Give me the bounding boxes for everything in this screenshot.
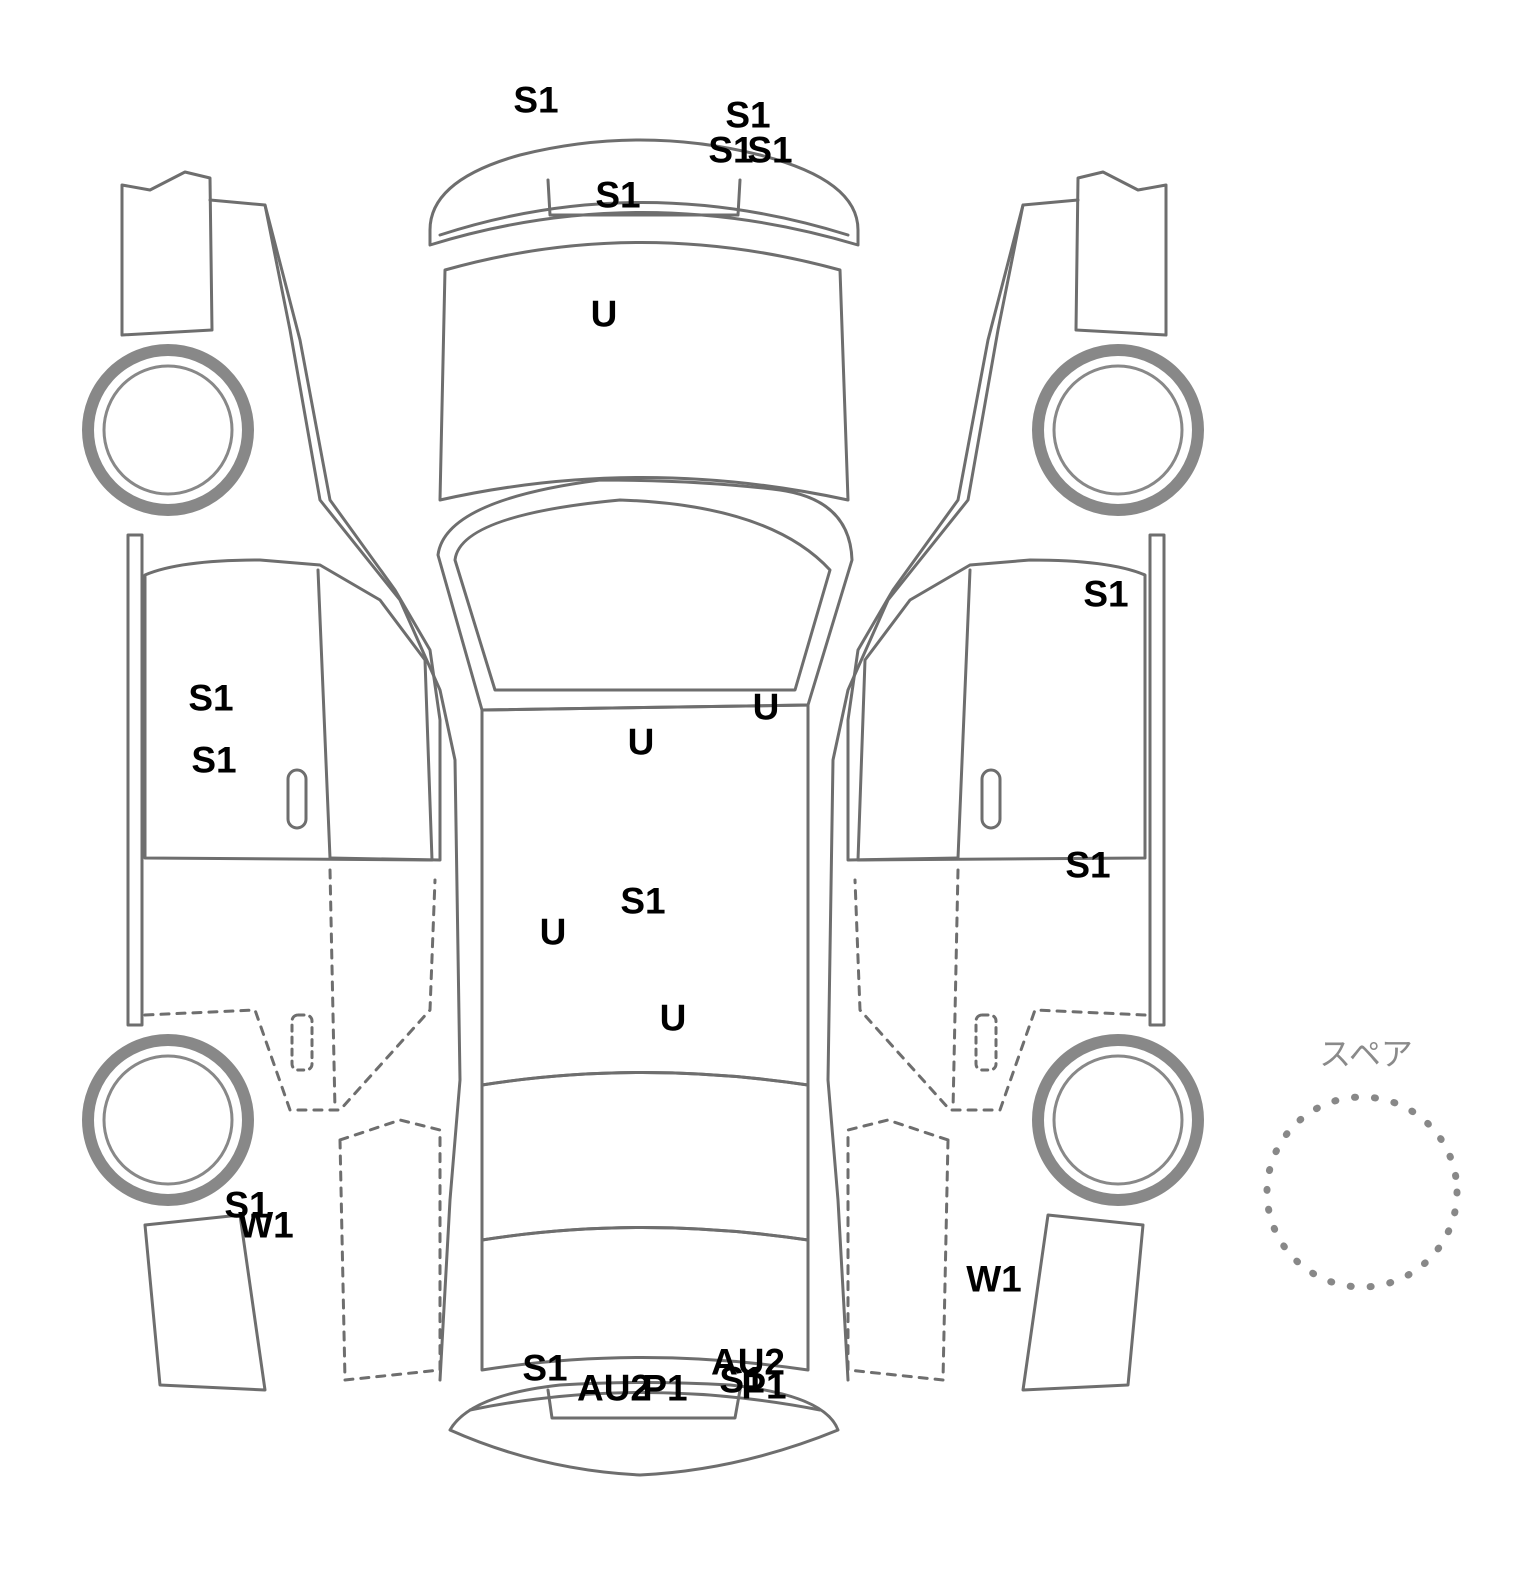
trunk	[480, 1226, 810, 1372]
right-rear-door-dashed	[951, 868, 960, 1112]
left-front-fender	[208, 198, 442, 862]
damage-mark: U	[539, 911, 567, 953]
spare-tire-circle	[1263, 1093, 1461, 1291]
damage-mark: P1	[642, 1367, 688, 1409]
right-lower-door	[853, 878, 1147, 1112]
rear-license-plate	[546, 1388, 742, 1420]
damage-mark: S1	[513, 79, 559, 121]
left-lower-door	[143, 878, 437, 1112]
damage-mark: U	[659, 997, 687, 1039]
grille	[546, 178, 742, 217]
left-rear-door-dashed	[328, 868, 337, 1112]
right-rear-wheel	[1032, 1034, 1204, 1206]
damage-mark: U	[590, 293, 618, 335]
right-rear-bumper	[1021, 1213, 1145, 1392]
damage-mark: S1	[224, 1184, 270, 1226]
damage-mark: AU2	[576, 1367, 652, 1409]
damage-mark: S1	[1065, 844, 1111, 886]
damage-mark: S1	[522, 1347, 568, 1389]
damage-mark: S1	[595, 174, 641, 216]
damage-mark: S1	[191, 739, 237, 781]
damage-mark: AU2	[710, 1341, 786, 1383]
left-fuel-lid	[290, 1013, 314, 1072]
front-bumper	[428, 138, 860, 247]
damage-mark: U	[752, 686, 780, 728]
left-sill	[126, 533, 144, 1027]
damage-mark: S1	[708, 129, 754, 171]
right-front-fender	[846, 198, 1080, 862]
right-b-pillar	[956, 568, 972, 860]
damage-mark: P1	[741, 1365, 787, 1407]
right-front-bumper	[1074, 170, 1168, 337]
damage-mark: S1	[188, 677, 234, 719]
right-body-outline	[826, 203, 1025, 1382]
left-rear-bumper	[143, 1213, 267, 1392]
windshield	[436, 478, 854, 712]
damage-mark: S1	[725, 94, 771, 136]
right-door-handle	[980, 768, 1002, 830]
left-b-pillar	[316, 568, 332, 860]
top-view	[428, 138, 860, 1477]
right-window	[856, 558, 1147, 862]
left-front-wheel	[82, 344, 254, 516]
damage-mark: S1	[747, 129, 793, 171]
left-door-handle	[286, 768, 308, 830]
right-fuel-lid	[974, 1013, 998, 1072]
left-rear-wheel	[82, 1034, 254, 1206]
hood	[438, 241, 850, 502]
damage-mark: U	[627, 721, 655, 763]
damage-mark: W1	[966, 1258, 1022, 1300]
left-rear-quarter-dashed	[338, 1118, 442, 1382]
right-rear-quarter-dashed	[846, 1118, 950, 1382]
left-body-outline	[263, 203, 462, 1382]
left-front-bumper	[120, 170, 214, 337]
spare-tire-label: スペア	[1319, 1035, 1413, 1073]
damage-mark: S1	[1083, 573, 1129, 615]
damage-mark: S1	[620, 880, 666, 922]
right-sill	[1148, 533, 1166, 1027]
right-front-wheel	[1032, 344, 1204, 516]
damage-mark: W1	[238, 1204, 294, 1246]
damage-mark: S1	[719, 1359, 765, 1401]
left-side-view	[82, 170, 462, 1392]
left-window	[143, 558, 434, 862]
rear-window	[480, 1071, 810, 1242]
right-side-view	[826, 170, 1204, 1392]
